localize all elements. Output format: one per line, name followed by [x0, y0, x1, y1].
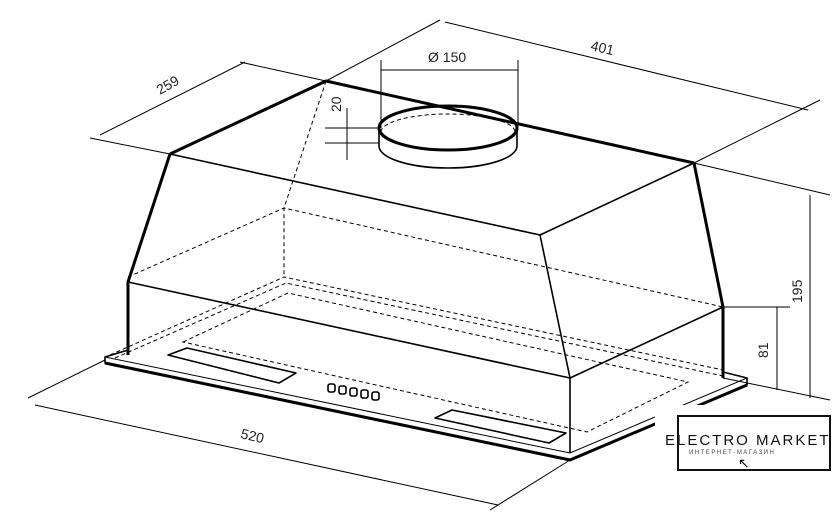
control-buttons: [327, 383, 380, 401]
left-filter: [167, 347, 297, 384]
duct-height-label: 20: [328, 96, 344, 112]
electro-market-logo: ELECTRO MARKET ИНТЕРНЕТ-МАГАЗИН ↖: [655, 405, 840, 490]
hood-body: [104, 79, 748, 462]
total-height-label: 195: [789, 279, 805, 303]
width-dimension-label: 401: [589, 37, 616, 58]
duct-diameter-label: Ø 150: [428, 49, 466, 65]
logo-subtitle: ИНТЕРНЕТ-МАГАЗИН: [689, 450, 776, 456]
depth-dimension-label: 259: [154, 72, 182, 98]
front-width-label: 520: [239, 425, 266, 446]
hidden-edges: [109, 80, 724, 433]
lower-height-label: 81: [755, 342, 771, 358]
cursor-icon: ↖: [738, 455, 750, 471]
dimension-lines: [27, 19, 831, 511]
logo-title: ELECTRO MARKET: [665, 432, 831, 449]
duct-collar: [377, 104, 519, 169]
right-filter: [434, 409, 567, 444]
logo-frame: [677, 415, 831, 471]
